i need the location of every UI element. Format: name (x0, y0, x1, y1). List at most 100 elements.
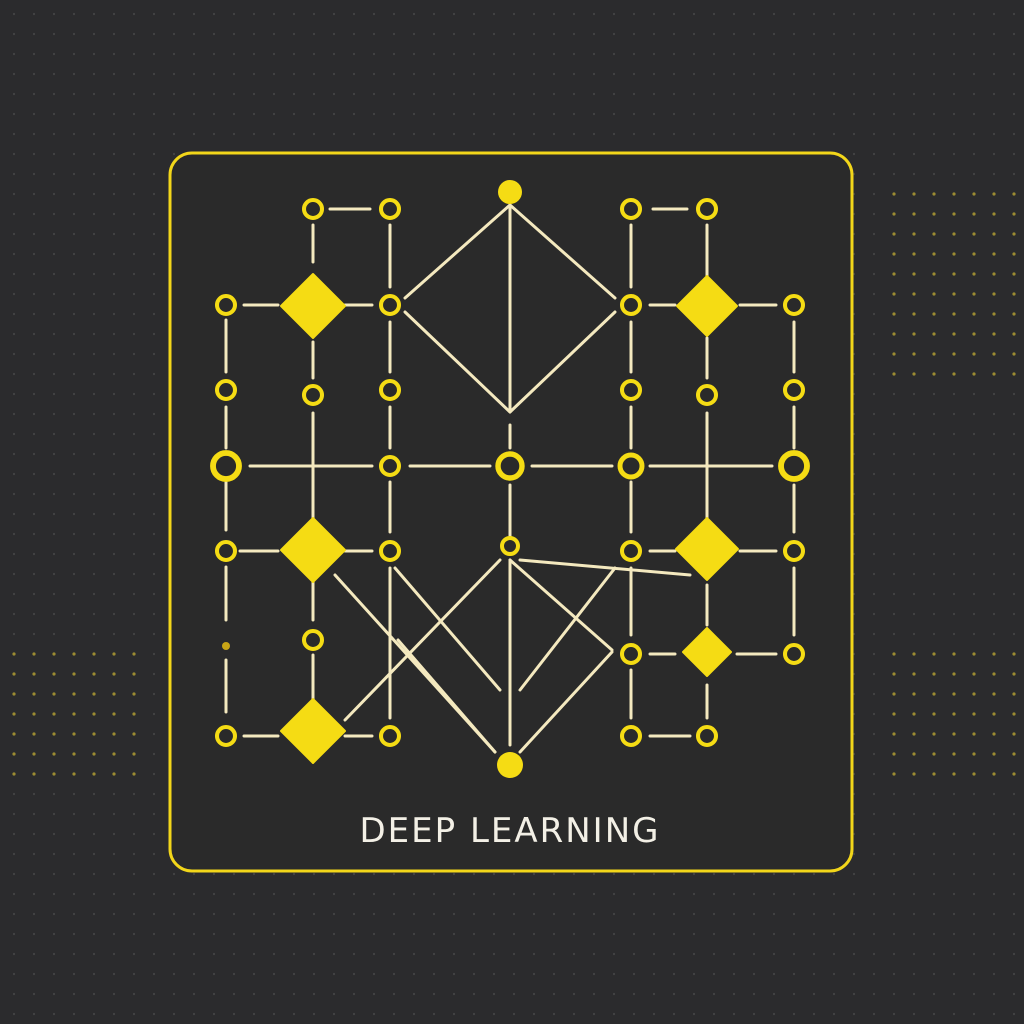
background-dot (552, 12, 556, 16)
background-dot (972, 612, 976, 616)
background-dot (692, 72, 696, 76)
background-dot (612, 52, 616, 56)
background-dot (492, 72, 496, 76)
background-dot (252, 872, 256, 876)
network-edge (403, 203, 512, 300)
background-dot (312, 952, 316, 956)
background-dot (552, 872, 556, 876)
background-dot (692, 1012, 696, 1016)
background-dot (952, 812, 956, 816)
background-dot (932, 292, 936, 296)
background-dot (12, 992, 16, 996)
network-edge (508, 558, 614, 652)
node-ring-icon (619, 642, 643, 666)
node-ring-icon (782, 378, 806, 402)
background-dot (132, 932, 136, 936)
background-dot (12, 712, 16, 716)
background-dot (992, 732, 996, 736)
background-dot (872, 272, 876, 276)
background-dot (192, 1012, 196, 1016)
background-dot (372, 112, 376, 116)
background-dot (192, 32, 196, 36)
background-dot (992, 752, 996, 756)
background-dot (332, 952, 336, 956)
background-dot (332, 132, 336, 136)
background-dot (512, 1012, 516, 1016)
background-dot (452, 872, 456, 876)
background-dot (112, 912, 116, 916)
background-dot (932, 912, 936, 916)
background-dot (412, 52, 416, 56)
background-dot (972, 852, 976, 856)
node-ring-icon (695, 724, 719, 748)
background-dot (672, 892, 676, 896)
background-dot (892, 292, 896, 296)
background-dot (352, 12, 356, 16)
background-dot (72, 232, 76, 236)
background-dot (12, 532, 16, 536)
background-dot (352, 72, 356, 76)
background-dot (152, 952, 156, 956)
background-dot (32, 332, 36, 336)
background-dot (92, 272, 96, 276)
background-dot (32, 992, 36, 996)
node-hub-icon (498, 180, 522, 204)
background-dot (932, 332, 936, 336)
background-dot (32, 232, 36, 236)
background-dot (92, 752, 96, 756)
background-dot (92, 472, 96, 476)
background-dot (912, 152, 916, 156)
background-dot (732, 112, 736, 116)
background-dot (92, 252, 96, 256)
background-dot (72, 472, 76, 476)
background-dot (532, 892, 536, 896)
background-dot (312, 52, 316, 56)
background-dot (772, 972, 776, 976)
background-dot (832, 912, 836, 916)
background-dot (272, 32, 276, 36)
background-dot (452, 972, 456, 976)
background-dot (952, 452, 956, 456)
background-dot (972, 752, 976, 756)
background-dot (652, 892, 656, 896)
background-dot (932, 172, 936, 176)
background-dot (12, 212, 16, 216)
background-dot (612, 972, 616, 976)
background-dot (852, 132, 856, 136)
background-dot (992, 912, 996, 916)
background-dot (1012, 452, 1016, 456)
background-dot (872, 772, 876, 776)
background-dot (612, 1012, 616, 1016)
background-dot (52, 612, 56, 616)
network-edge (508, 310, 617, 414)
background-dot (152, 632, 156, 636)
background-dot (152, 472, 156, 476)
network-edge (518, 558, 692, 577)
background-dot (92, 832, 96, 836)
background-dot (112, 312, 116, 316)
background-dot (32, 212, 36, 216)
background-dot (72, 92, 76, 96)
background-dot (632, 892, 636, 896)
background-dot (52, 632, 56, 636)
background-dot (112, 732, 116, 736)
background-dot (432, 92, 436, 96)
background-dot (112, 592, 116, 596)
background-dot (52, 252, 56, 256)
background-dot (892, 632, 896, 636)
background-dot (92, 612, 96, 616)
background-dot (92, 992, 96, 996)
background-dot (892, 532, 896, 536)
background-dot (992, 592, 996, 596)
background-dot (32, 532, 36, 536)
background-dot (132, 312, 136, 316)
background-dot (232, 932, 236, 936)
background-dot (592, 952, 596, 956)
background-dot (252, 952, 256, 956)
background-dot (1012, 612, 1016, 616)
background-dot (472, 1012, 476, 1016)
background-dot (32, 492, 36, 496)
background-dot (192, 92, 196, 96)
background-dot (932, 932, 936, 936)
background-dot (512, 992, 516, 996)
